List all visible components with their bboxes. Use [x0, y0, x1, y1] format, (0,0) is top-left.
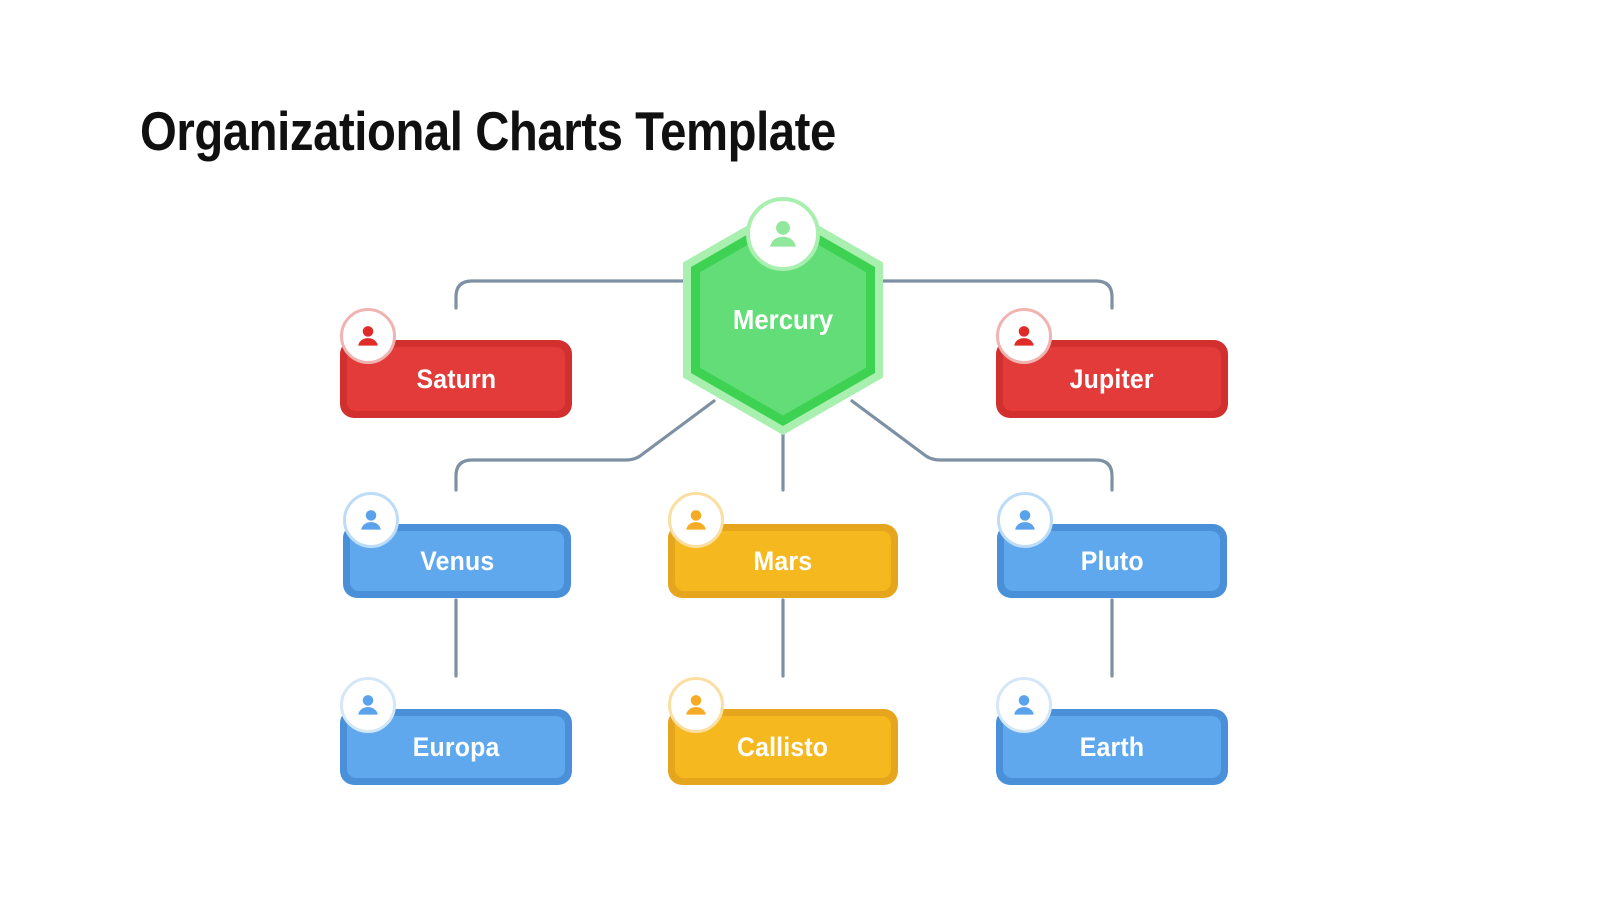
org-node-label: Callisto — [737, 731, 829, 762]
edge-mercury-jupiter — [874, 279, 1114, 310]
org-node-callisto[interactable]: Callisto — [668, 677, 898, 785]
org-node-label: Mars — [753, 545, 813, 576]
org-node-earth[interactable]: Earth — [996, 677, 1228, 785]
org-node-saturn[interactable]: Saturn — [340, 308, 572, 418]
org-node-mercury[interactable]: Mercury — [683, 197, 883, 435]
org-node-jupiter[interactable]: Jupiter — [996, 308, 1228, 418]
org-node-mars[interactable]: Mars — [668, 492, 898, 598]
org-node-label: Jupiter — [1069, 363, 1155, 394]
edge-mercury-saturn — [454, 279, 692, 310]
person-icon — [746, 197, 820, 271]
person-icon — [996, 308, 1052, 364]
person-icon — [997, 492, 1053, 548]
org-node-venus[interactable]: Venus — [343, 492, 571, 598]
node-box-inner: Mars — [675, 531, 891, 591]
org-node-label: Venus — [419, 545, 495, 576]
org-node-europa[interactable]: Europa — [340, 677, 572, 785]
org-node-label: Mercury — [732, 304, 834, 335]
person-icon — [996, 677, 1052, 733]
person-icon — [668, 677, 724, 733]
person-icon — [340, 308, 396, 364]
person-icon — [340, 677, 396, 733]
org-node-label: Saturn — [416, 363, 496, 394]
person-icon — [343, 492, 399, 548]
person-icon — [668, 492, 724, 548]
org-node-label: Pluto — [1080, 545, 1144, 576]
org-node-pluto[interactable]: Pluto — [997, 492, 1227, 598]
page-title: Organizational Charts Template — [140, 100, 836, 162]
org-node-label: Earth — [1079, 731, 1145, 762]
org-node-label: Europa — [412, 731, 500, 762]
